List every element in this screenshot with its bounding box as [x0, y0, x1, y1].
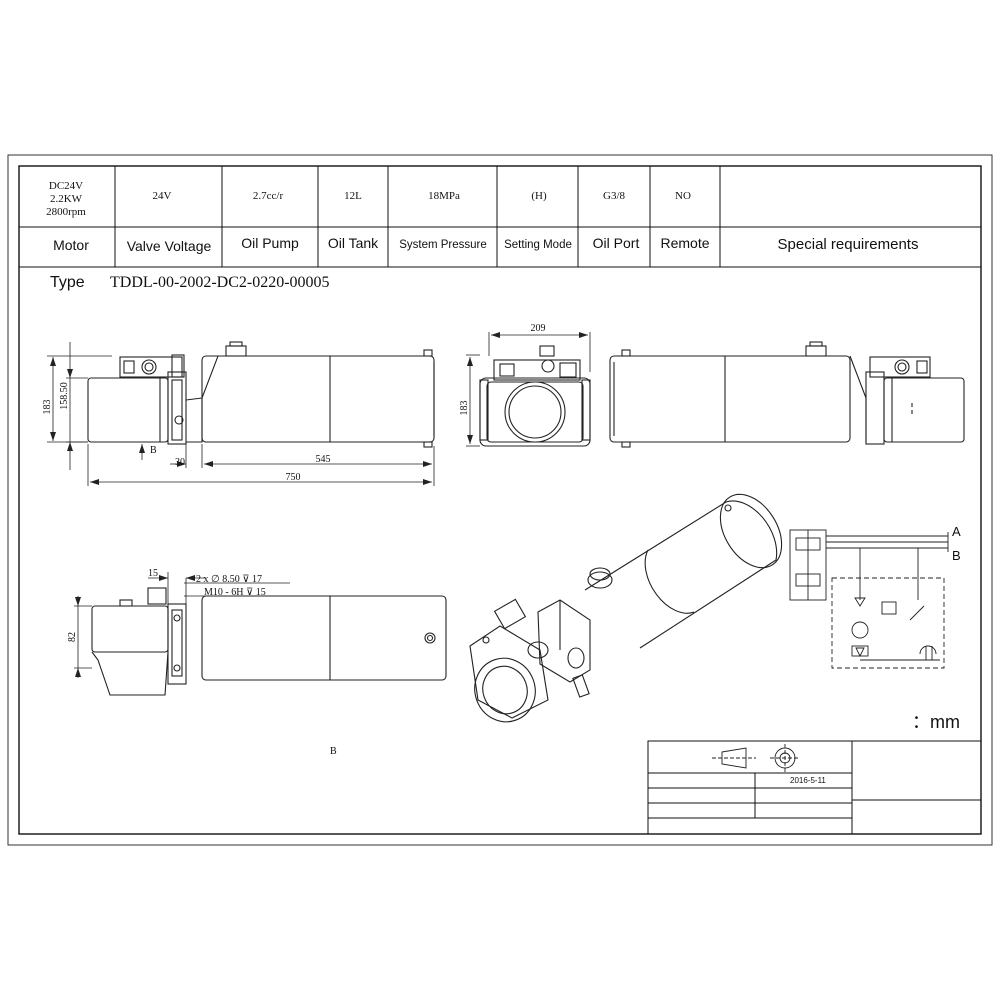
dim-height-183: 183 [42, 400, 53, 415]
side-view-dimensions [74, 572, 290, 678]
thread-spec: M10 - 6H ⊽ 15 [204, 587, 266, 598]
motor-header: Motor [53, 237, 89, 253]
remote-value: NO [675, 190, 691, 202]
inner-frame [18, 165, 982, 835]
dim-length-750: 750 [286, 472, 301, 483]
port-a-label: A [952, 524, 961, 539]
setting-mode-value: (H) [531, 190, 547, 202]
dim-15: 15 [148, 568, 158, 579]
isometric-view [469, 493, 783, 723]
oil-port-header: Oil Port [593, 235, 640, 251]
system-pressure-value: 18MPa [428, 190, 460, 202]
motor-value-line2: 2.2KW [50, 193, 83, 205]
type-label: Type [50, 274, 85, 291]
dim-length-545: 545 [316, 454, 331, 465]
dim-height-82: 82 [67, 632, 78, 642]
port-b-label: B [952, 548, 961, 563]
system-pressure-header: System Pressure [399, 239, 487, 251]
dim-height-183-end: 183 [459, 401, 470, 416]
rear-view [609, 341, 965, 448]
end-view-arrowheads [467, 332, 588, 444]
dim-height-158: 158.50 [59, 382, 70, 410]
end-view-dimensions [466, 332, 591, 447]
motor-value-line1: DC24V [49, 180, 83, 192]
view-label-b: B [330, 746, 337, 757]
projection-symbol [712, 744, 800, 772]
spec-table [19, 166, 981, 268]
side-view [91, 587, 447, 696]
hole-spec: 2 x ∅ 8.50 ⊽ 17 [196, 574, 262, 585]
end-view [479, 345, 591, 447]
front-view-arrowheads [50, 357, 432, 485]
section-mark-b: B [150, 445, 157, 456]
hydraulic-schematic [789, 529, 949, 669]
type-code: TDDL-00-2002-DC2-0220-00005 [110, 274, 330, 291]
side-view-arrowheads [75, 575, 195, 677]
front-view [87, 341, 435, 448]
outer-frame [7, 154, 993, 846]
units-label: ：mm [912, 712, 960, 732]
front-view-dimensions [47, 342, 435, 486]
oil-pump-value: 2.7cc/r [253, 190, 284, 202]
special-requirements-header: Special requirements [778, 236, 919, 253]
setting-mode-header: Setting Mode [504, 239, 572, 251]
title-block [647, 740, 982, 835]
motor-value-line3: 2800rpm [46, 206, 86, 218]
remote-header: Remote [660, 235, 709, 251]
drawing-date: 2016-5-11 [790, 776, 826, 785]
oil-tank-header: Oil Tank [328, 235, 379, 251]
oil-tank-value: 12L [344, 190, 362, 202]
dim-offset-30: 30 [175, 457, 185, 468]
valve-voltage-value: 24V [153, 190, 172, 202]
oil-pump-header: Oil Pump [241, 235, 299, 251]
valve-voltage-header: Valve Voltage [127, 238, 212, 254]
dim-width-209: 209 [531, 323, 546, 334]
oil-port-value: G3/8 [603, 190, 626, 202]
